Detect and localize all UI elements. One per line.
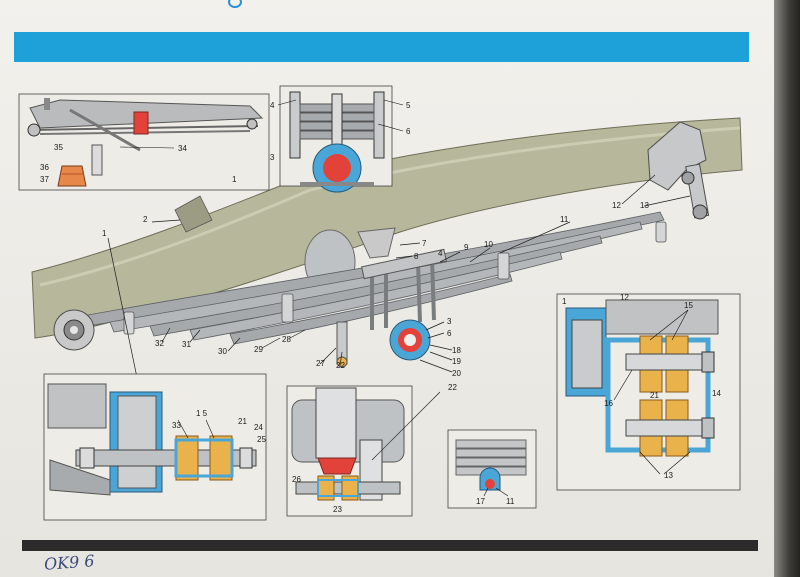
inset1-label-1: 1	[232, 175, 237, 184]
inset1-label-35: 35	[54, 143, 63, 152]
label-20: 20	[452, 369, 461, 378]
handwritten-note: OK9 6	[43, 551, 96, 574]
label-29: 29	[254, 345, 263, 354]
inset6-label-15: 15	[684, 301, 693, 310]
label-9: 9	[464, 243, 469, 252]
label-12: 12	[612, 201, 621, 210]
rubber-buffer	[57, 165, 87, 187]
footer-color-bar	[22, 540, 758, 551]
main-leader-lines	[107, 174, 691, 393]
inset3-label-33: 33	[172, 421, 181, 430]
label-11: 11	[560, 215, 569, 224]
inset6-label-14: 14	[712, 389, 721, 398]
inset3-label-21: 21	[238, 417, 247, 426]
label-32: 32	[155, 339, 164, 348]
label-2: 2	[143, 215, 148, 224]
inset5-label-11: 11	[506, 497, 515, 506]
front-spring-bracket	[174, 195, 213, 233]
label-8: 8	[414, 252, 419, 261]
inset4-label-22: 22	[448, 383, 457, 392]
inset-side-view: 34 35 36 37 1	[18, 93, 270, 191]
bump-stop	[357, 227, 396, 259]
inset2-label-3: 3	[270, 153, 275, 162]
book-spine-shadow	[774, 0, 800, 577]
label-18: 18	[452, 346, 461, 355]
main-labels: 1 2 7 8 4 9 10 11 12 13 3 6 18 19 20 22 …	[102, 201, 649, 378]
u-bolts	[370, 257, 436, 330]
inset-spring-clip: 17 11	[447, 429, 537, 509]
label-4: 4	[438, 249, 443, 258]
inset6-label-16: 16	[604, 399, 613, 408]
spring-clips	[123, 221, 667, 335]
label-6: 6	[447, 329, 452, 338]
rear-shackle	[647, 121, 710, 220]
label-3: 3	[447, 317, 452, 326]
inset6-label-13: 13	[664, 471, 673, 480]
inset6-label-1: 1	[562, 297, 567, 306]
inset-rear-shackle: 1 12 15 16 21 14 13	[556, 293, 741, 491]
inset5-label-17: 17	[476, 497, 485, 506]
inset-shock-mount: 22 26 23	[286, 383, 457, 517]
label-10: 10	[484, 240, 493, 249]
inset1-label-37: 37	[40, 175, 49, 184]
header-color-bar	[14, 32, 749, 62]
inset-front-eye: 33 1 5 21 24 25	[43, 373, 266, 521]
inset1-label-36: 36	[40, 163, 49, 172]
inset2-label-5: 5	[406, 101, 411, 110]
inset6-label-12: 12	[620, 293, 629, 302]
inset2-label-4: 4	[270, 101, 275, 110]
label-1: 1	[102, 229, 107, 238]
inset6-label-21: 21	[650, 391, 659, 400]
inset2-label-6: 6	[406, 127, 411, 136]
inset4-label-26: 26	[292, 475, 301, 484]
inset4-label-23: 23	[333, 505, 342, 514]
inset3-label-24: 24	[254, 423, 263, 432]
label-13: 13	[640, 201, 649, 210]
label-30: 30	[218, 347, 227, 356]
label-7: 7	[422, 239, 427, 248]
inset3-label-25: 25	[257, 435, 266, 444]
top-ring-mark	[228, 0, 242, 8]
label-27: 27	[316, 359, 325, 368]
inset-axle-section: 4 3 5 6	[270, 85, 411, 193]
label-28: 28	[282, 335, 291, 344]
label-31: 31	[182, 340, 191, 349]
inset3-label-15: 1 5	[196, 409, 208, 418]
inset1-label-34: 34	[178, 144, 187, 153]
label-22: 22	[336, 361, 345, 370]
label-19: 19	[452, 357, 461, 366]
